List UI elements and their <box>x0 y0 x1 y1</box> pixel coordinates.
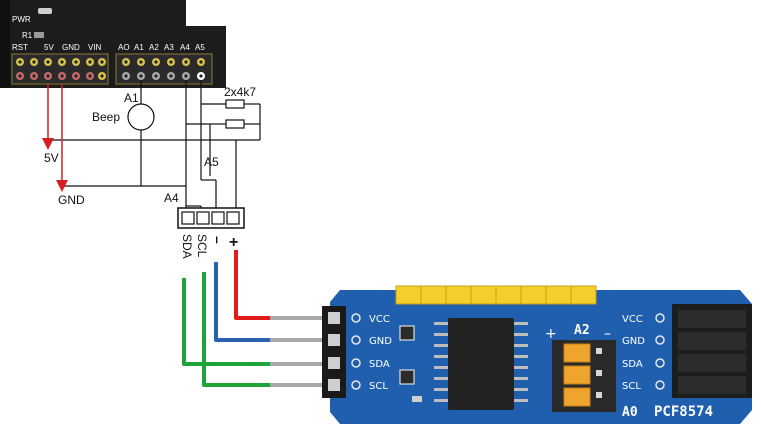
right-label-sda: SDA <box>622 359 643 370</box>
right-label-vcc: VCC <box>622 314 643 325</box>
connector-label-sda: SDA <box>180 234 194 259</box>
jumper-plus-label: + <box>545 326 557 342</box>
arrow-gnd-icon <box>56 180 68 192</box>
pin-label-a5: A5 <box>195 43 205 52</box>
schematic <box>48 80 261 210</box>
pin-label-gnd: GND <box>62 43 80 52</box>
pin-label-a3: A3 <box>164 43 174 52</box>
power-header-pins <box>16 58 106 80</box>
arduino-board: PWR R1 RST 5V GND VIN AO A1 A2 <box>0 0 226 88</box>
jumper-a0-label: A0 <box>622 405 638 420</box>
analog-header-pins <box>122 58 205 80</box>
resistor-r1 <box>34 32 44 38</box>
left-label-gnd: GND <box>369 336 392 347</box>
pullup-label: 2x4k7 <box>224 85 256 99</box>
r1-label: R1 <box>22 31 33 40</box>
right-label-scl: SCL <box>622 381 641 392</box>
pin-label-rst: RST <box>12 43 28 52</box>
rail-gnd-label: GND <box>58 193 85 207</box>
chip-name-label: PCF8574 <box>654 404 713 420</box>
rail-5v-label: 5V <box>44 151 59 165</box>
pin-label-a4: A4 <box>180 43 190 52</box>
arrow-5v-icon <box>42 138 54 150</box>
right-label-gnd: GND <box>622 336 645 347</box>
jumper-a2-label: A2 <box>574 323 590 338</box>
jumper-minus-label: – <box>604 326 611 342</box>
pcf8574-module: VCC GND SDA SCL + – A2 A0 <box>270 285 752 424</box>
pwr-led <box>38 8 52 14</box>
wire-a5-label: A5 <box>204 155 219 169</box>
wire-vcc-red <box>234 250 330 320</box>
pin-label-5v: 5V <box>44 43 54 52</box>
rail-arrows <box>42 84 68 192</box>
wire-gnd-blue <box>214 262 330 342</box>
jumper-cap-a2[interactable] <box>563 343 591 363</box>
pin-label-a2: A2 <box>149 43 159 52</box>
buzzer-pin-label: A1 <box>124 91 139 105</box>
jumper-cap-a1[interactable] <box>563 365 591 385</box>
pwr-label: PWR <box>12 15 31 24</box>
wire-a4-label: A4 <box>164 191 179 205</box>
pcf8574-chip <box>448 318 514 410</box>
connector-label-scl: SCL <box>195 234 209 258</box>
connector-label-minus: – <box>210 236 226 244</box>
left-label-scl: SCL <box>369 381 388 392</box>
i2c-connector <box>177 207 245 229</box>
pin-label-a0: AO <box>118 43 130 52</box>
pin-label-vin: VIN <box>88 43 102 52</box>
pullup-resistor-1 <box>225 99 245 109</box>
buzzer-symbol <box>127 103 155 131</box>
pullup-resistor-2 <box>225 119 245 129</box>
left-label-sda: SDA <box>369 359 390 370</box>
connector-label-plus: + <box>229 234 238 251</box>
jumper-cap-a0[interactable] <box>563 387 591 407</box>
pin-label-a1: A1 <box>134 43 144 52</box>
buzzer-label: Beep <box>92 110 120 124</box>
wire-scl-green <box>202 272 330 387</box>
left-label-vcc: VCC <box>369 314 390 325</box>
